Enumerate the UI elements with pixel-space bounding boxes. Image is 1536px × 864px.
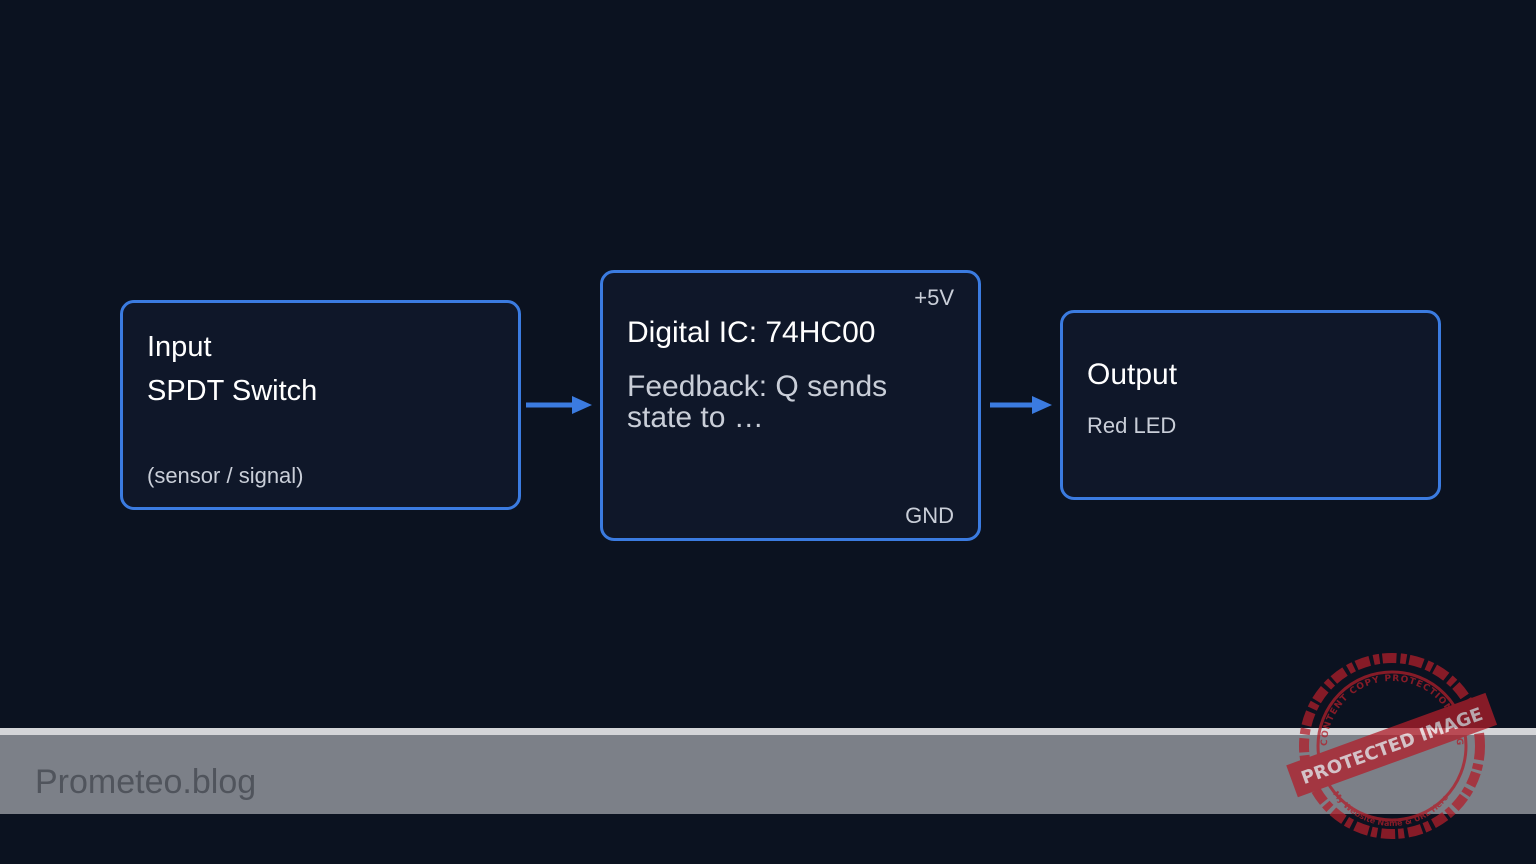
arrow-input-to-ic	[526, 396, 592, 414]
ic-block: +5V Digital IC: 74HC00 Feedback: Q sends…	[600, 270, 981, 541]
feedback-line-2: state to …	[627, 401, 764, 434]
ground-label: GND	[905, 503, 954, 528]
protected-image-stamp: CONTENT COPY PROTECTION PLUGIN My Websit…	[1282, 646, 1498, 839]
feedback-line-1: Feedback: Q sends	[627, 370, 888, 403]
input-component-label: SPDT Switch	[147, 375, 318, 407]
arrow-ic-to-output	[990, 396, 1052, 414]
footer-bar: Prometeo.blog	[0, 728, 1536, 814]
input-title: Input	[147, 331, 212, 363]
input-block: Input SPDT Switch (sensor / signal)	[120, 300, 521, 510]
input-note: (sensor / signal)	[147, 463, 304, 488]
power-label: +5V	[914, 285, 954, 310]
output-component-label: Red LED	[1087, 413, 1177, 438]
output-title: Output	[1087, 358, 1178, 391]
output-block: Output Red LED	[1060, 310, 1441, 500]
footer-brand: Prometeo.blog	[35, 763, 257, 801]
ic-title: Digital IC: 74HC00	[627, 316, 876, 349]
